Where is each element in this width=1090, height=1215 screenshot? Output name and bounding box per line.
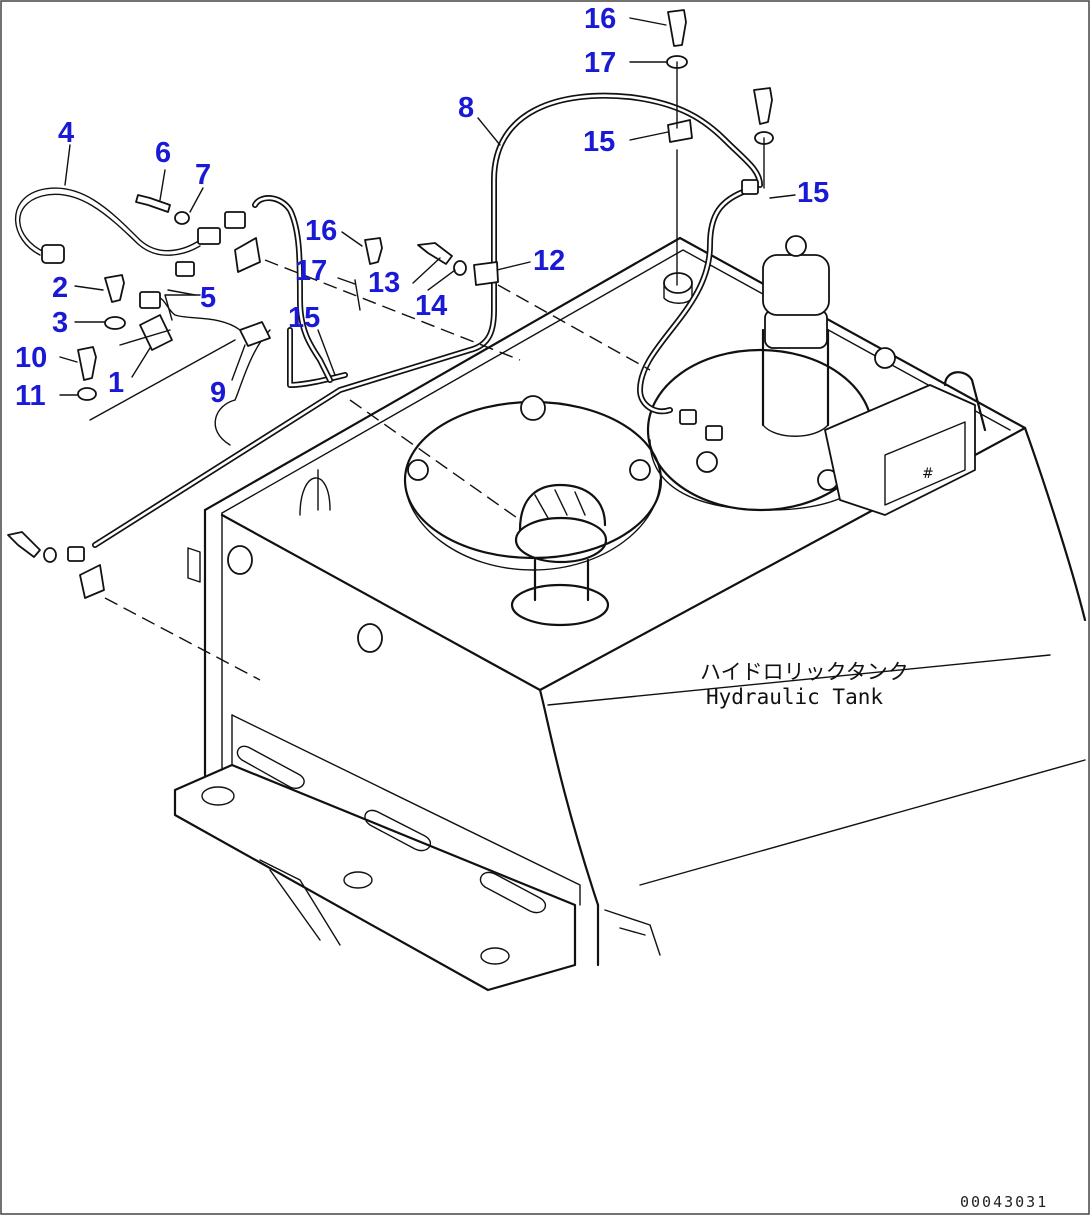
callout-3: 3 [52, 307, 68, 339]
tubing-routes [14, 92, 763, 548]
drawing-number: 00043031 [960, 1193, 1048, 1211]
callout-16-middle: 16 [305, 215, 337, 247]
callout-pointers [59, 17, 796, 396]
part-callouts: 1 2 3 4 5 6 7 8 9 10 11 12 13 14 15 15 1… [15, 3, 829, 412]
callout-12: 12 [533, 245, 565, 277]
breather-filter-assembly: # [646, 235, 987, 516]
callout-17-top: 17 [584, 47, 616, 79]
callout-14: 14 [415, 290, 447, 322]
callout-13: 13 [368, 267, 400, 299]
callout-8: 8 [458, 92, 474, 124]
callout-5: 5 [200, 282, 216, 314]
callout-9: 9 [210, 377, 226, 409]
callout-15-right: 15 [797, 177, 829, 209]
callout-6: 6 [155, 137, 171, 169]
callout-7: 7 [195, 159, 211, 191]
callout-10: 10 [15, 342, 47, 374]
tank-label-japanese: ハイドロリックタンク [700, 660, 909, 684]
callout-11: 11 [15, 380, 46, 412]
callout-15-top: 15 [583, 126, 615, 158]
svg-text:#: # [922, 466, 934, 482]
tank-label-english: Hydraulic Tank [706, 685, 883, 709]
callout-15-left: 15 [288, 302, 320, 334]
filler-cap-assembly [403, 395, 663, 627]
hydraulic-tank-body [203, 236, 1087, 967]
tank-side-details [187, 469, 383, 653]
callout-2: 2 [52, 272, 68, 304]
callout-16-top: 16 [584, 3, 616, 35]
callout-1: 1 [108, 367, 124, 399]
callout-4: 4 [58, 117, 74, 149]
leader-lines [89, 259, 651, 681]
tank-mounting-bracket [173, 714, 581, 992]
hardware-parts [7, 9, 774, 599]
callout-17-middle: 17 [295, 255, 327, 287]
